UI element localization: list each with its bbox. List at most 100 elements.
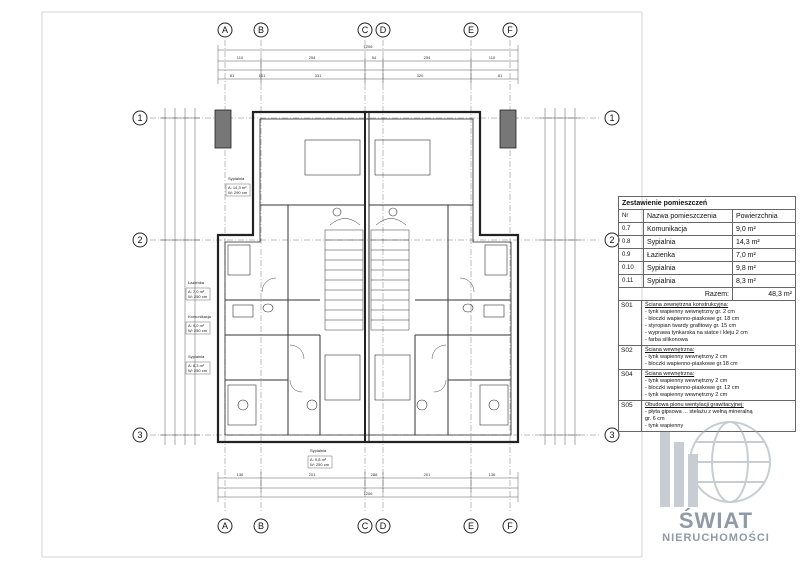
- table-row: 0.9 Łazienka 7,0 m²: [618, 248, 796, 262]
- axis-label-3-left: 3: [137, 430, 142, 440]
- dim-bottom-4: 201: [424, 472, 431, 477]
- svg-text:W: 250 cm: W: 250 cm: [188, 328, 208, 333]
- dim-bottom-overall: 1206: [364, 491, 374, 496]
- room-name: Sypialnia: [643, 274, 733, 288]
- dimension-lines-bottom: [217, 472, 519, 502]
- spec-title: Ściana zewnętrzna konstrukcyjna:: [645, 302, 729, 308]
- room-label-1: Sypialnia A: 14,3 m² W: 290 cm: [225, 176, 251, 197]
- svg-text:Sypialnia: Sypialnia: [188, 354, 205, 359]
- axis-label-A-top: A: [222, 25, 228, 35]
- table-row: 0.10 Sypialnia 9,8 m²: [618, 261, 796, 275]
- spec-title: Ściana wewnętrzna:: [645, 371, 695, 377]
- room-label-3: Komunikacja A: 9,0 m² W: 250 cm: [185, 314, 212, 335]
- room-area: 14,3 m²: [732, 235, 796, 249]
- axis-label-1-left: 1: [137, 113, 142, 123]
- axis-label-C-top: C: [362, 25, 369, 35]
- staircase: [324, 218, 410, 331]
- dim-top-2-4: 254: [424, 55, 431, 60]
- dim-top-2-1: 110: [237, 55, 244, 60]
- room-nr: 0.8: [618, 235, 644, 249]
- dimension-lines-top: [217, 45, 519, 84]
- header-nr: Nr: [618, 209, 644, 223]
- spec-block-s01: S01 Ściana zewnętrzna konstrukcyjna: - t…: [618, 301, 796, 346]
- dim-bottom-2: 201: [309, 472, 316, 477]
- total-row: Razem: 48,3 m²: [618, 287, 796, 301]
- dim-top-3-5: 81: [498, 73, 503, 78]
- axis-bubbles-top: A B C D E F: [217, 22, 518, 38]
- svg-text:W: 250 cm: W: 250 cm: [310, 462, 330, 467]
- spec-code: S01: [619, 301, 642, 345]
- watermark-brand: ŚWIAT NIERUCHOMOŚCI: [650, 510, 782, 545]
- spec-item: - tynk wapienny wewnętrzny 2 cm: [645, 354, 728, 360]
- dim-top-2-2: 254: [309, 55, 316, 60]
- axis-label-3-right: 3: [609, 430, 614, 440]
- dimension-texts-bottom: 136 201 288 201 136 1206: [237, 472, 496, 496]
- spec-item: - tynk wapienny wewnętrzny 2 cm: [645, 378, 728, 384]
- watermark-brand-line2: NIERUCHOMOŚCI: [662, 532, 770, 544]
- dim-top-3-1: 81: [230, 73, 235, 78]
- spec-item: gr. 6 cm: [645, 416, 665, 422]
- axis-label-A-bottom: A: [222, 521, 228, 531]
- svg-text:A: 7,0 m²: A: 7,0 m²: [188, 289, 205, 294]
- chimney-right: [499, 109, 517, 149]
- spec-item: - styropian twardy grafitowy gr. 15 cm: [645, 323, 737, 329]
- room-nr: 0.9: [618, 248, 644, 262]
- svg-text:W: 290 cm: W: 290 cm: [228, 190, 248, 195]
- dim-bottom-1: 136: [237, 472, 244, 477]
- axis-label-F-bottom: F: [507, 521, 513, 531]
- furniture-desks: [227, 207, 509, 426]
- axis-label-F-top: F: [507, 25, 513, 35]
- total-label: Razem:: [618, 287, 733, 301]
- svg-text:Łazienka: Łazienka: [188, 280, 205, 285]
- interior-walls: [225, 204, 511, 435]
- dim-top-3-2: 161: [259, 73, 266, 78]
- room-nr: 0.7: [618, 222, 644, 236]
- spec-block-s05: S05 Obudowa pionu wentylacji grawitacyjn…: [618, 401, 796, 432]
- spec-block-s02: S02 Ściana wewnętrzna: - tynk wapienny w…: [618, 346, 796, 370]
- room-area: 9,8 m²: [732, 261, 796, 275]
- dim-bottom-5: 136: [489, 472, 496, 477]
- spec-item: - farba silikonowa: [645, 337, 688, 343]
- axis-label-2-left: 2: [137, 235, 142, 245]
- svg-text:Sypialnia: Sypialnia: [228, 176, 245, 181]
- room-name: Sypialnia: [643, 261, 733, 275]
- axis-label-E-top: E: [468, 25, 474, 35]
- svg-text:Sypialnia: Sypialnia: [310, 448, 327, 453]
- axis-bubbles-rows: 1 2 3 1 2 3: [132, 110, 620, 443]
- exterior-walls: [216, 110, 520, 444]
- spec-item: - tynk wapienny wewnętrzny gr. 2 cm: [645, 309, 735, 315]
- dim-bottom-3: 288: [371, 472, 378, 477]
- room-area: 8,3 m²: [732, 274, 796, 288]
- room-name: Łazienka: [643, 248, 733, 262]
- room-area: 9,0 m²: [732, 222, 796, 236]
- spec-item: - bloczki wapienno-piaskowe gr.18 cm: [645, 361, 738, 367]
- room-label-4: Sypialnia A: 8,3 m² W: 250 cm: [185, 354, 211, 375]
- spec-item: - bloczki wapienno-piaskowe gr. 18 cm: [645, 316, 740, 322]
- watermark-brand-line1: ŚWIAT: [678, 508, 754, 533]
- svg-text:W: 250 cm: W: 250 cm: [188, 368, 208, 373]
- axis-label-2-right: 2: [609, 235, 614, 245]
- axis-label-1-right: 1: [609, 113, 614, 123]
- svg-text:A: 9,8 m²: A: 9,8 m²: [310, 457, 327, 462]
- total-value: 48,3 m²: [732, 287, 796, 301]
- svg-text:A: 8,3 m²: A: 8,3 m²: [188, 363, 205, 368]
- spec-item: - płyta gipsowa ... stelażu z wełną mine…: [645, 409, 753, 415]
- room-schedule-panel: Zestawienie pomieszczeń Nr Nazwa pomiesz…: [618, 196, 796, 432]
- axis-label-D-bottom: D: [380, 521, 387, 531]
- axis-label-C-bottom: C: [362, 521, 369, 531]
- room-nr: 0.11: [618, 274, 644, 288]
- room-name: Komunikacja: [643, 222, 733, 236]
- spec-item: - bloczki wapienno-piaskowe gr. 12 cm: [645, 385, 740, 391]
- header-area: Powierzchnia: [732, 209, 796, 223]
- dimension-lines-sides: [160, 108, 580, 445]
- svg-text:W: 250 cm: W: 250 cm: [188, 294, 208, 299]
- spec-title: Obudowa pionu wentylacji grawitacyjnej:: [645, 402, 744, 408]
- svg-text:A: 9,0 m²: A: 9,0 m²: [188, 323, 205, 328]
- table-row: 0.8 Sypialnia 14,3 m²: [618, 235, 796, 249]
- dim-top-3-4: 320: [417, 73, 424, 78]
- dim-top-2-3: 54: [372, 55, 377, 60]
- dimension-texts-top: 1206 110 254 54 254 110 81 161 331 320 8…: [230, 44, 503, 78]
- room-area: 7,0 m²: [732, 248, 796, 262]
- spec-item: - tynk wapienny: [645, 423, 684, 429]
